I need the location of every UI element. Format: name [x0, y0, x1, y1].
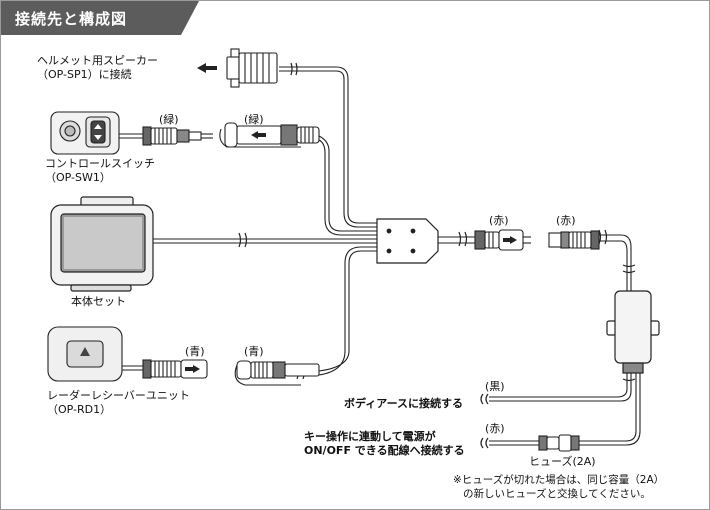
green-label-left: (緑)	[159, 113, 179, 126]
arrow-right-icon	[503, 236, 517, 244]
blue-label-right: (青)	[244, 345, 264, 358]
radar-receiver-line1: レーダーレシーバーユニット	[47, 389, 190, 402]
switch-connector	[142, 126, 202, 146]
arrow-left-icon	[197, 63, 217, 73]
fuse-note-line1: ※ヒューズが切れた場合は、同じ容量（2A）	[453, 474, 665, 486]
red-label-left: (赤)	[489, 214, 509, 227]
radar-receiver-line2: （OP-RD1）	[47, 403, 112, 416]
junction-box	[376, 218, 439, 264]
black-wire-label: (黒)	[485, 380, 505, 393]
radar-receiver-device	[47, 326, 123, 382]
title-bar: 接続先と構成図	[1, 1, 199, 35]
fuse-holder	[538, 434, 580, 452]
helmet-speaker-label: ヘルメット用スピーカー （OP-SP1）に接続	[37, 54, 158, 82]
green-label-right: (緑)	[244, 113, 264, 126]
harness-blue-connector	[234, 360, 320, 386]
speaker-connector	[226, 48, 278, 88]
power-red-connector	[548, 230, 600, 250]
power-box	[606, 290, 660, 374]
helmet-speaker-line1: ヘルメット用スピーカー	[37, 54, 158, 67]
wire-ground	[489, 371, 632, 402]
wire-switch	[318, 135, 377, 232]
acc-instruction-line2: ON/OFF できる配線へ接続する	[304, 444, 465, 457]
wire-acc	[579, 371, 637, 442]
control-switch-line1: コントロールスイッチ	[45, 157, 155, 170]
red-wire-label: (赤)	[485, 422, 505, 435]
radar-connector	[142, 359, 208, 379]
hub-red-connector	[474, 229, 524, 251]
acc-instruction: キー操作に連動して電源が ON/OFF できる配線へ接続する	[304, 430, 465, 458]
fuse-note: ※ヒューズが切れた場合は、同じ容量（2A） の新しいヒューズと交換してください。	[453, 473, 664, 501]
helmet-speaker-line2: （OP-SP1）に接続	[37, 68, 132, 81]
harness-green-connector	[219, 122, 320, 148]
acc-instruction-line1: キー操作に連動して電源が	[304, 430, 436, 443]
fuse-note-line2: の新しいヒューズと交換してください。	[463, 488, 651, 500]
wire-speaker	[279, 66, 377, 224]
arrow-left-icon	[251, 131, 266, 139]
control-switch-device	[50, 111, 120, 155]
control-switch-label: コントロールスイッチ （OP-SW1）	[45, 157, 155, 185]
arrow-right-icon	[185, 365, 200, 373]
red-label-right: (赤)	[556, 214, 576, 227]
ground-instruction: ボディアースに接続する	[344, 397, 464, 410]
main-unit-device	[50, 196, 154, 292]
main-unit-label: 本体セット	[71, 295, 126, 308]
blue-label-left: (青)	[185, 345, 205, 358]
diagram-title: 接続先と構成図	[15, 10, 128, 28]
control-switch-line2: （OP-SW1）	[45, 171, 111, 184]
fuse-label: ヒューズ(2A)	[529, 455, 596, 468]
wire-power-in	[597, 234, 632, 291]
radar-receiver-label: レーダーレシーバーユニット （OP-RD1）	[47, 389, 190, 417]
wire-radar	[318, 250, 377, 372]
